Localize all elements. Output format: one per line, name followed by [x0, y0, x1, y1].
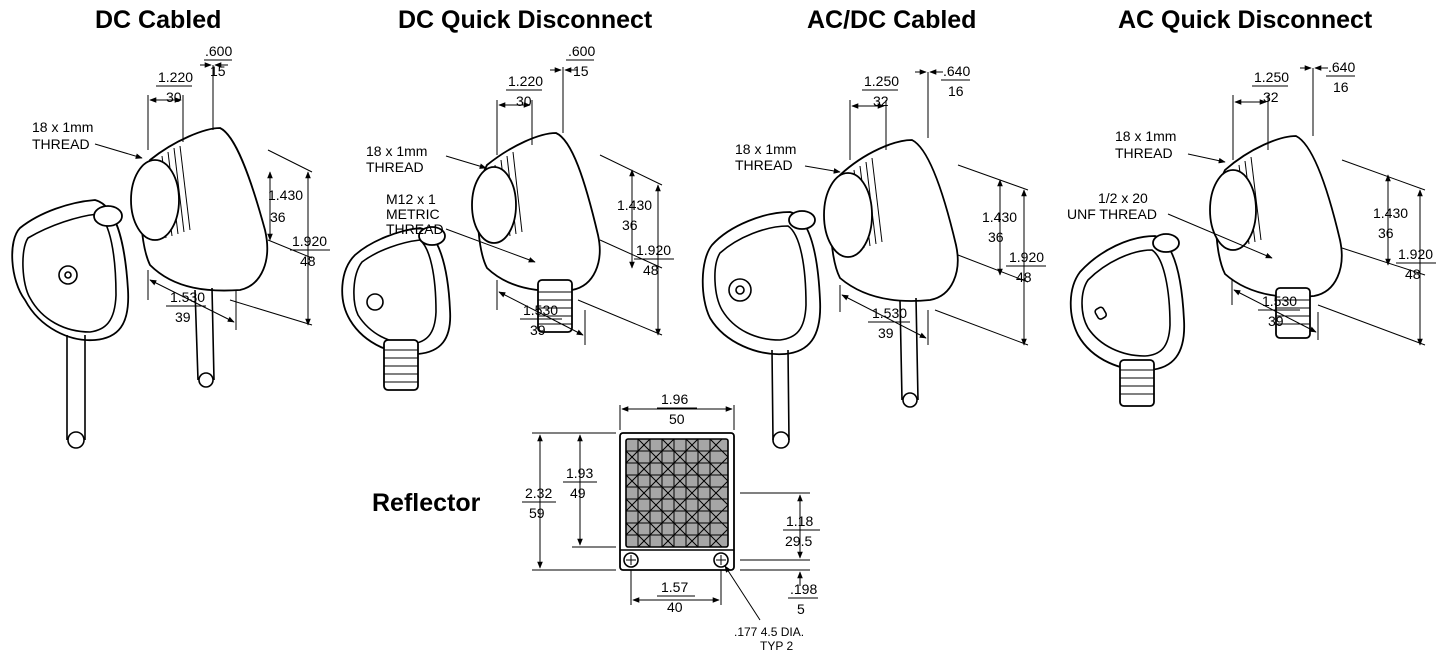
- acdc-depth-in: 1.250: [864, 73, 899, 89]
- title-acdc-cabled: AC/DC Cabled: [807, 6, 976, 34]
- refl-width-mm: 50: [669, 411, 685, 427]
- dcqd-w-in: 1.530: [523, 302, 558, 318]
- acdc-front-mm: 16: [948, 83, 964, 99]
- dc-depth-in: 1.220: [158, 69, 193, 85]
- dc-w-mm: 39: [175, 309, 191, 325]
- dc-qd-drawing: 1.220 30 .600 15 18 x 1mm THREAD M12 x 1…: [341, 43, 674, 391]
- acdc-depth-mm: 32: [873, 93, 889, 109]
- acqd-h2-in: 1.920: [1398, 246, 1433, 262]
- dc-h1-mm: 36: [270, 209, 286, 225]
- title-ac-quick-disconnect: AC Quick Disconnect: [1118, 6, 1373, 34]
- refl-right-mm: 29.5: [785, 533, 812, 549]
- acqd-w-mm: 39: [1268, 313, 1284, 329]
- acdc-cabled-drawing: 1.250 32 .640 16 18 x 1mm THREAD 1.430 3…: [701, 63, 1046, 449]
- dcqd-front-in: .600: [568, 43, 595, 59]
- dcqd-w-mm: 39: [530, 322, 546, 338]
- refl-height-in: 2.32: [525, 485, 552, 501]
- acdc-h1-mm: 36: [988, 229, 1004, 245]
- dcqd-h2-mm: 48: [643, 262, 659, 278]
- dc-cabled-drawing: 1.220 30 .600 15 18 x 1mm THREAD 1.430 3…: [11, 43, 330, 449]
- dc-h2-in: 1.920: [292, 233, 327, 249]
- dcqd-m12-line3: THREAD: [386, 221, 444, 237]
- acdc-thread-line1: 18 x 1mm: [735, 141, 796, 157]
- dc-w-in: 1.530: [170, 289, 205, 305]
- refl-inner-in: 1.93: [566, 465, 593, 481]
- acqd-unf-line2: UNF THREAD: [1067, 206, 1157, 222]
- acqd-h2-mm: 48: [1405, 266, 1421, 282]
- title-reflector: Reflector: [372, 489, 481, 517]
- refl-holes-in: 1.57: [661, 579, 688, 595]
- acdc-w-in: 1.530: [872, 305, 907, 321]
- reflector-drawing: Reflector 1.96 50 2.32 59 1.93: [372, 391, 820, 652]
- dcqd-h1-in: 1.430: [617, 197, 652, 213]
- dcqd-thread-line2: THREAD: [366, 159, 424, 175]
- dc-h2-mm: 48: [300, 253, 316, 269]
- refl-hole-line1: .177 4.5 DIA.: [734, 625, 804, 639]
- dc-h1-in: 1.430: [268, 187, 303, 203]
- acqd-front-mm: 16: [1333, 79, 1349, 95]
- acqd-h1-in: 1.430: [1373, 205, 1408, 221]
- dcqd-h1-mm: 36: [622, 217, 638, 233]
- refl-height-mm: 59: [529, 505, 545, 521]
- dcqd-thread-line1: 18 x 1mm: [366, 143, 427, 159]
- dc-front-mm: 15: [210, 63, 226, 79]
- dcqd-front-mm: 15: [573, 63, 589, 79]
- acdc-thread-line2: THREAD: [735, 157, 793, 173]
- refl-holes-mm: 40: [667, 599, 683, 615]
- dc-cabled-thread-line1: 18 x 1mm: [32, 119, 93, 135]
- dc-cabled-thread-line2: THREAD: [32, 136, 90, 152]
- acqd-h1-mm: 36: [1378, 225, 1394, 241]
- acdc-h2-in: 1.920: [1009, 249, 1044, 265]
- refl-right-in: 1.18: [786, 513, 813, 529]
- acdc-h1-in: 1.430: [982, 209, 1017, 225]
- acqd-thread-line2: THREAD: [1115, 145, 1173, 161]
- title-dc-quick-disconnect: DC Quick Disconnect: [398, 6, 653, 34]
- dcqd-h2-in: 1.920: [636, 242, 671, 258]
- dcqd-depth-mm: 30: [516, 93, 532, 109]
- acqd-depth-mm: 32: [1263, 89, 1279, 105]
- refl-bottom-mm: 5: [797, 601, 805, 617]
- acdc-w-mm: 39: [878, 325, 894, 341]
- acqd-thread-line1: 18 x 1mm: [1115, 128, 1176, 144]
- dc-front-in: .600: [205, 43, 232, 59]
- refl-hole-line2: TYP 2: [760, 639, 793, 652]
- ac-qd-drawing: 1.250 32 .640 16 18 x 1mm THREAD 1/2 x 2…: [1067, 59, 1436, 407]
- refl-width-in: 1.96: [661, 391, 688, 407]
- title-dc-cabled: DC Cabled: [95, 6, 221, 34]
- acqd-front-in: .640: [1328, 59, 1355, 75]
- acqd-w-in: 1.530: [1262, 293, 1297, 309]
- dc-depth-mm: 30: [166, 89, 182, 105]
- refl-bottom-in: .198: [790, 581, 817, 597]
- refl-inner-mm: 49: [570, 485, 586, 501]
- reflector-grid: [625, 438, 729, 548]
- acdc-front-in: .640: [943, 63, 970, 79]
- acqd-unf-line1: 1/2 x 20: [1098, 190, 1148, 206]
- dcqd-m12-line1: M12 x 1: [386, 191, 436, 207]
- dcqd-m12-line2: METRIC: [386, 206, 440, 222]
- acdc-h2-mm: 48: [1016, 269, 1032, 285]
- dcqd-depth-in: 1.220: [508, 73, 543, 89]
- acqd-depth-in: 1.250: [1254, 69, 1289, 85]
